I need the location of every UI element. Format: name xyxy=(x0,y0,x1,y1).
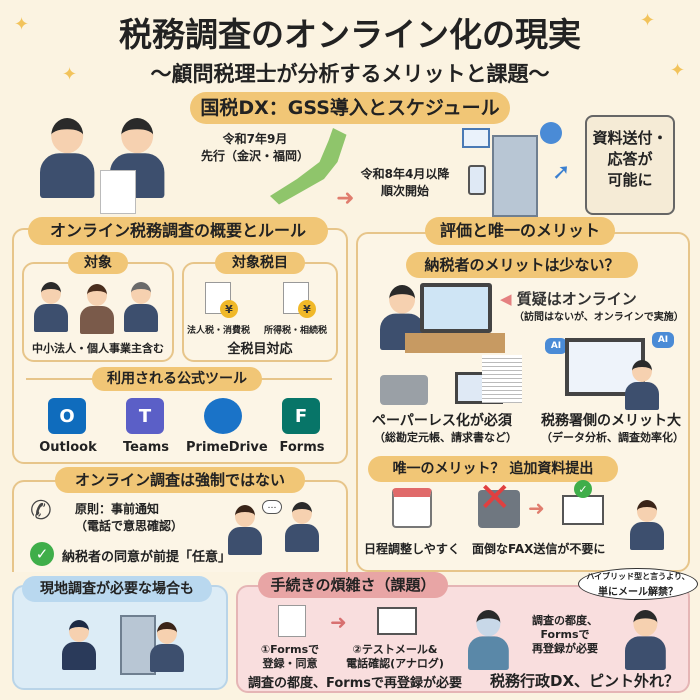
ai-robot-icon: AI xyxy=(652,332,674,348)
arrow-icon: ➜ xyxy=(330,610,347,634)
office-merit-sub-text: （データ分析、調査効率化） xyxy=(541,431,684,444)
step1-text-1: ①Formsで xyxy=(260,643,320,656)
paper-stack-icon xyxy=(482,355,522,403)
forms-icon: F xyxy=(282,398,320,434)
scroll-icon xyxy=(585,115,675,215)
tool-label-teams: Teams xyxy=(122,440,169,455)
outlook-icon: O xyxy=(48,398,86,434)
schedule-date-1-sub: 先行（金沢・福岡） xyxy=(200,149,309,163)
schedule-text: 日程調整しやすく xyxy=(364,542,460,556)
qa-sub-text: （訪問はないが、オンラインで実施） xyxy=(514,312,684,323)
step1-text-2: 登録・同意 xyxy=(262,657,318,670)
tool-label-primedrive: PrimeDrive xyxy=(186,440,268,455)
speech-bubble: … xyxy=(262,500,282,514)
form-edit-icon xyxy=(278,605,306,637)
thought-bubble xyxy=(578,568,698,600)
envelope-icon xyxy=(377,607,417,635)
arrow-icon: ➜ xyxy=(528,496,545,520)
ai-robot-icon: AI xyxy=(545,338,567,354)
schedule-date-2: 令和8年4月以降 xyxy=(360,167,450,181)
consent-text: 納税者の同意が前提「任意」 xyxy=(62,550,232,565)
pointer-triangle-icon: ◀ xyxy=(500,290,517,308)
calendar-icon xyxy=(392,488,432,528)
voluntary-heading: オンライン調査は強制ではない xyxy=(55,467,305,493)
sparkle-icon: ✦ xyxy=(62,64,78,85)
sparkle-icon: ✦ xyxy=(640,10,656,31)
merit-subheading-1: 納税者のメリットは少ない？ xyxy=(406,252,638,278)
conclusion-text: 税務行政DX、ピント外れ？ xyxy=(490,672,680,690)
step2-text-2: 電話確認(アナログ) xyxy=(346,657,444,670)
tax-items-heading: 対象税目 xyxy=(215,252,305,274)
tax-all-text: 全税目対応 xyxy=(227,342,293,357)
issues-heading: 手続きの煩雑さ（課題） xyxy=(258,572,448,598)
yen-icon: ¥ xyxy=(220,300,238,318)
onsite-heading: 現地調査が必要な場合も xyxy=(22,576,212,602)
document-icon xyxy=(100,170,136,214)
tool-label-forms: Forms xyxy=(279,440,325,455)
globe-icon xyxy=(540,122,562,144)
schedule-date-2-sub: 順次開始 xyxy=(380,184,429,198)
overview-heading: オンライン税務調査の概要とルール xyxy=(28,217,328,245)
worry-text-2: Formsで xyxy=(540,628,590,641)
qa-text: 質疑はオンライン xyxy=(516,290,637,308)
tax-office-building-icon xyxy=(492,135,538,217)
sparkle-icon: ✦ xyxy=(14,14,30,35)
envelope-icon xyxy=(562,495,604,525)
rule-text: 原則：事前通知 xyxy=(75,502,160,516)
target-text: 中小法人・個人事業主含む xyxy=(32,342,164,355)
tablet-icon xyxy=(468,165,486,195)
target-heading: 対象 xyxy=(68,252,128,274)
scroll-text-3: 可能に xyxy=(607,171,653,189)
printer-icon xyxy=(380,375,428,405)
scroll-text-2: 応答が xyxy=(607,150,653,168)
cross-icon: ✕ xyxy=(478,475,512,521)
office-merit-text: 税務署側のメリット大 xyxy=(541,413,681,429)
schedule-date-1: 令和7年9月 xyxy=(222,132,288,146)
tax-item-2: 所得税・相続税 xyxy=(264,326,328,336)
paperless-text: ペーパーレス化が必須 xyxy=(372,413,512,429)
phone-icon: ✆ xyxy=(30,496,52,526)
worry-text-1: 調査の都度、 xyxy=(532,614,598,627)
tool-label-outlook: Outlook xyxy=(39,440,97,455)
fax-text: 面倒なFAX送信が不要に xyxy=(472,542,606,556)
sparkle-icon: ✦ xyxy=(670,60,686,81)
page-subtitle: 〜顧問税理士が分析するメリットと課題〜 xyxy=(150,62,550,86)
fax-icon xyxy=(478,490,520,528)
rule-sub-text: （電話で意思確認） xyxy=(75,519,184,533)
gss-heading: 国税DX：GSS導入とスケジュール xyxy=(190,92,510,124)
tax-item-1: 法人税・消費税 xyxy=(187,326,251,336)
merit-subheading-2: 唯一のメリット？ 追加資料提出 xyxy=(368,456,618,482)
bubble-text-2: 単にメール解禁？ xyxy=(598,587,678,598)
bubble-text-1: ハイブリッド型と言うより、 xyxy=(586,572,690,581)
arrow-icon: ➚ xyxy=(552,160,571,185)
step2-text-1: ②テストメール& xyxy=(352,643,438,656)
desk xyxy=(405,333,505,353)
worry-text-3: 再登録が必要 xyxy=(532,642,598,655)
yen-icon: ¥ xyxy=(298,300,316,318)
check-icon: ✓ xyxy=(574,480,592,498)
issues-panel xyxy=(236,585,690,693)
page-title: 税務調査のオンライン化の現実 xyxy=(119,15,581,54)
paperless-sub-text: （総勘定元帳、請求書など） xyxy=(374,431,517,444)
issues-bottom-text: 調査の都度、Formsで再登録が必要 xyxy=(248,676,462,691)
email-icon xyxy=(462,128,490,148)
tools-heading: 利用される公式ツール xyxy=(92,367,262,391)
merit-heading: 評価と唯一のメリット xyxy=(425,217,615,245)
teams-icon: T xyxy=(126,398,164,434)
scroll-text-1: 資料送付・ xyxy=(592,129,668,147)
arrow-icon: ➜ xyxy=(336,186,355,211)
check-icon: ✓ xyxy=(30,542,54,566)
laptop-video-call-icon xyxy=(420,283,492,333)
primedrive-icon xyxy=(204,398,242,434)
